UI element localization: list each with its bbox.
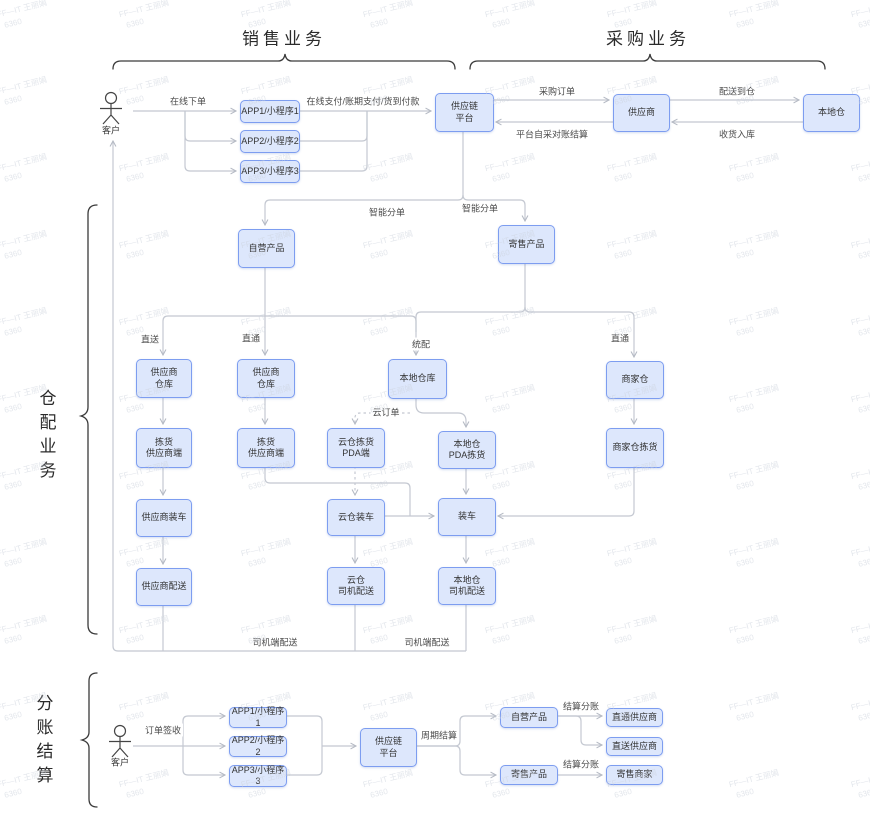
node-app2-bot: APP2/小程序2 bbox=[229, 735, 287, 757]
flow-edge-15 bbox=[265, 315, 420, 357]
flow-edge-45 bbox=[556, 715, 604, 749]
customer-label-bottom: 客户 bbox=[110, 757, 130, 768]
node-cloud-load: 云仓装车 bbox=[327, 499, 385, 536]
edge-label-smart-split-2: 智能分单 bbox=[459, 201, 501, 215]
node-consign-bot: 寄售产品 bbox=[500, 765, 558, 785]
edge-label-online-order: 在线下单 bbox=[167, 94, 209, 108]
edge-label-direct-send: 直送 bbox=[138, 332, 162, 346]
node-consign-merch: 寄售商家 bbox=[606, 765, 663, 785]
settlement-brace bbox=[79, 672, 98, 808]
node-own-bot: 自营产品 bbox=[500, 707, 558, 728]
edge-label-unified: 统配 bbox=[409, 337, 433, 351]
node-local-driver: 本地仓 司机配送 bbox=[438, 567, 496, 605]
node-pick-sup1: 拣货 供应商端 bbox=[136, 428, 192, 468]
node-zhisong-sup: 直送供应商 bbox=[606, 737, 663, 756]
flow-edge-43 bbox=[415, 745, 498, 779]
flow-edge-17 bbox=[524, 306, 638, 359]
node-merch-pick: 商家仓拣货 bbox=[606, 428, 664, 468]
warehouse-brace bbox=[78, 204, 98, 635]
node-app1-bot: APP1/小程序1 bbox=[229, 706, 287, 728]
edge-label-purchase-order: 采购订单 bbox=[536, 84, 578, 98]
flow-edge-14 bbox=[159, 315, 265, 357]
edge-label-driver-deliv-2: 司机端配送 bbox=[402, 635, 452, 649]
node-consign-prod: 寄售产品 bbox=[498, 225, 555, 264]
section-braces bbox=[78, 53, 826, 808]
flow-edge-1 bbox=[184, 111, 238, 145]
flow-edge-39 bbox=[285, 715, 323, 746]
customer-label-top: 客户 bbox=[101, 125, 121, 136]
node-app1-top: APP1/小程序1 bbox=[240, 100, 300, 123]
flow-edge-37 bbox=[182, 712, 227, 746]
procurement-brace bbox=[469, 53, 826, 70]
node-scp-bot: 供应链 平台 bbox=[360, 728, 417, 767]
edge-label-order-sign: 订单签收 bbox=[142, 723, 184, 737]
flow-edge-28 bbox=[496, 466, 635, 520]
sales-brace bbox=[112, 53, 456, 70]
node-own-prod: 自营产品 bbox=[238, 229, 295, 268]
node-sup-load: 供应商装车 bbox=[136, 499, 192, 537]
flow-edge-24 bbox=[264, 466, 411, 516]
section-title-settlement: 分账结算 bbox=[33, 694, 53, 790]
edge-label-settle-split-2: 结算分账 bbox=[560, 757, 602, 771]
node-sup-wh2: 供应商 仓库 bbox=[237, 359, 295, 398]
flow-edge-12 bbox=[462, 194, 529, 223]
edge-label-deliver-to-wh: 配送到仓 bbox=[716, 84, 758, 98]
node-local-pda: 本地仓 PDA拣货 bbox=[438, 431, 496, 469]
flow-edge-5 bbox=[298, 111, 368, 172]
flow-edge-20 bbox=[415, 397, 470, 429]
node-load: 装车 bbox=[438, 498, 496, 536]
section-title-warehouse: 仓配业务 bbox=[36, 389, 56, 485]
edge-label-cloud-order: 云订单 bbox=[370, 405, 402, 419]
section-title-procurement: 采购业务 bbox=[606, 29, 690, 49]
edge-label-direct-pass-1: 直通 bbox=[239, 331, 263, 345]
section-title-sales: 销售业务 bbox=[242, 29, 326, 49]
node-local-wh: 本地仓 bbox=[803, 94, 860, 132]
node-sup-deliv: 供应商配送 bbox=[136, 568, 192, 606]
node-cloud-driver: 云仓 司机配送 bbox=[327, 567, 385, 605]
node-local-whk: 本地仓库 bbox=[388, 359, 447, 399]
flow-edge-38 bbox=[182, 746, 227, 779]
flow-edge-40 bbox=[285, 746, 323, 776]
edge-label-receive-in: 收货入库 bbox=[716, 127, 758, 141]
node-app3-bot: APP3/小程序3 bbox=[229, 765, 287, 787]
node-scp-top: 供应链 平台 bbox=[435, 93, 494, 132]
edges-group bbox=[109, 96, 803, 779]
flow-edge-2 bbox=[184, 111, 238, 175]
edge-label-smart-split-1: 智能分单 bbox=[366, 205, 408, 219]
flow-edge-35 bbox=[109, 139, 466, 652]
node-app2-top: APP2/小程序2 bbox=[240, 130, 300, 153]
customer-figure-bottom bbox=[109, 724, 131, 758]
edge-label-platform-settle: 平台自采对账结算 bbox=[513, 127, 591, 141]
customer-figure-top bbox=[100, 91, 122, 125]
edge-label-online-pay: 在线支付/账期支付/货到付款 bbox=[304, 94, 422, 108]
flow-edge-16 bbox=[415, 262, 526, 332]
flow-edge-11 bbox=[261, 194, 464, 227]
node-pick-sup2: 拣货 供应商端 bbox=[237, 428, 295, 468]
flow-edge-4 bbox=[298, 111, 368, 142]
edge-label-direct-pass-2: 直通 bbox=[608, 331, 632, 345]
edge-label-settle-split-1: 结算分账 bbox=[560, 699, 602, 713]
flow-edge-21 bbox=[351, 412, 410, 426]
node-app3-top: APP3/小程序3 bbox=[240, 160, 300, 183]
node-cloud-pick: 云仓拣货 PDA端 bbox=[327, 428, 385, 468]
edge-label-cycle-settle: 周期结算 bbox=[418, 728, 460, 742]
edge-label-driver-deliv-1: 司机端配送 bbox=[250, 635, 300, 649]
node-merch-wh: 商家仓 bbox=[606, 361, 664, 399]
node-sup-wh1: 供应商 仓库 bbox=[136, 359, 192, 398]
node-supplier: 供应商 bbox=[613, 94, 670, 132]
node-zhitong-sup: 直通供应商 bbox=[606, 708, 663, 727]
